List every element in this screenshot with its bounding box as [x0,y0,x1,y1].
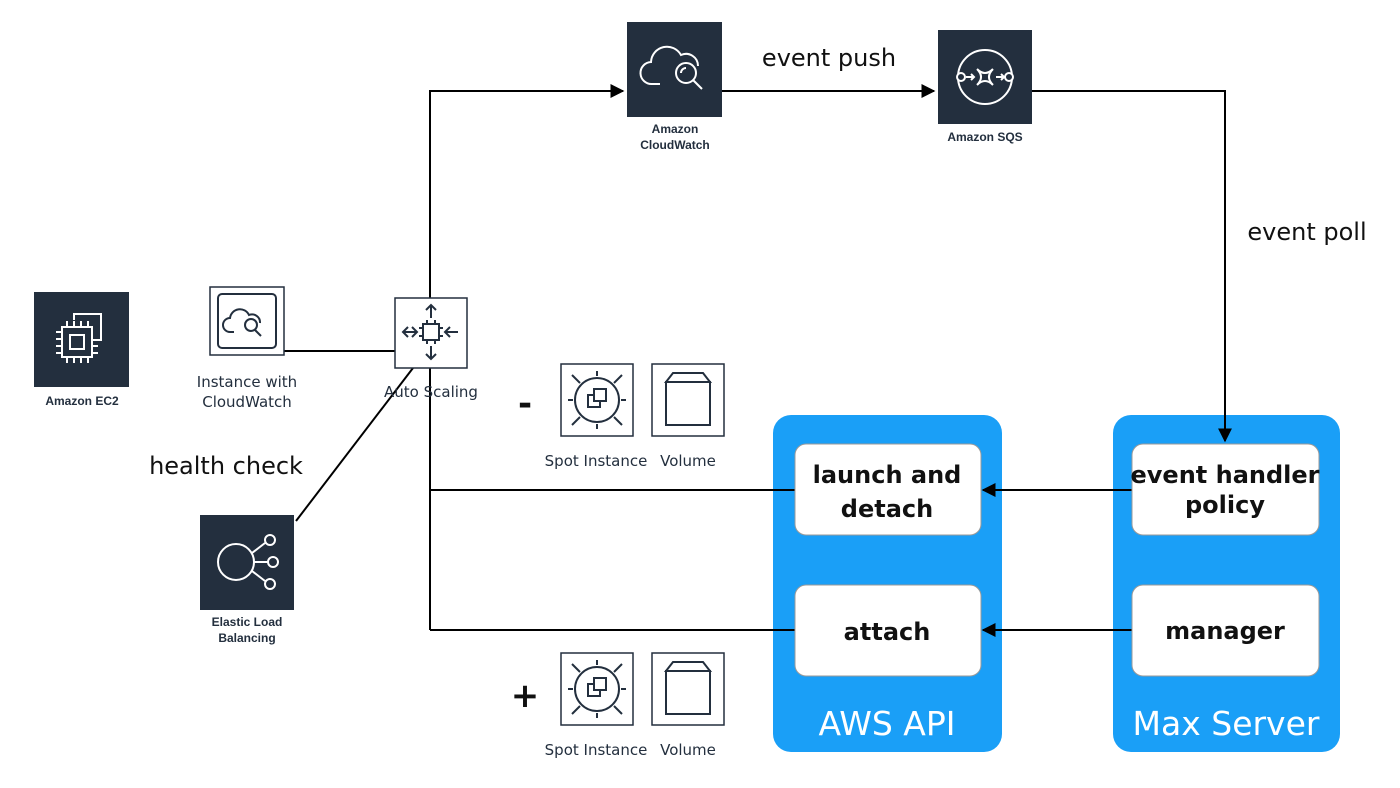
attach-box[interactable] [794,584,982,677]
elb-icon-bg [200,515,294,610]
spot-instance-icon-bottom [568,660,626,718]
event-push-label: event push [762,44,896,72]
auto-scaling[interactable]: Auto Scaling [384,297,478,401]
edge-health-check [295,367,414,522]
sqs-icon-bg [938,30,1032,124]
load-balancer-icon [217,534,279,590]
instance-label-line1: Instance with [197,373,297,391]
max-server-title: Max Server [1133,704,1320,743]
connectors [284,84,1232,637]
resources-removed: - Spot Instance Volume [518,363,725,470]
health-check-label: health check [149,452,303,480]
cloud-search-icon [222,308,262,337]
event-handler-box[interactable] [1131,443,1320,536]
elb-service[interactable]: Elastic Load Balancing [200,515,294,645]
ec2-chip-icon [56,313,102,363]
spot-instance-label-bottom: Spot Instance [545,741,648,759]
sqs-service[interactable]: Amazon SQS [938,30,1032,144]
instance-cloudwatch[interactable]: Instance with CloudWatch [197,286,297,411]
launch-detach-box[interactable] [794,443,982,536]
manager-box[interactable] [1131,584,1320,677]
cloudwatch-icon [639,45,703,90]
autoscaling-label: Auto Scaling [384,383,478,401]
spot-instance-label-top: Spot Instance [545,452,648,470]
volume-label-top: Volume [660,452,716,470]
edge-autoscaling-to-cloudwatch [429,84,625,298]
sqs-label: Amazon SQS [947,130,1022,144]
volume-label-bottom: Volume [660,741,716,759]
elb-label-line1: Elastic Load [212,615,283,629]
sqs-queue-icon [956,49,1014,105]
cloudwatch-service[interactable]: Amazon CloudWatch [627,22,722,152]
autoscaling-icon [401,303,458,361]
event-handler-label-line2: policy [1185,491,1265,519]
cloudwatch-icon-bg [627,22,722,117]
cloudwatch-label-line2: CloudWatch [640,138,710,152]
attach-label: attach [844,618,931,646]
minus-sign: - [518,384,532,424]
volume-icon-top [663,372,713,426]
instance-label-line2: CloudWatch [202,393,292,411]
edge-event-poll [1032,90,1232,443]
aws-api-group: launch and detach attach AWS API [794,443,982,743]
max-server-group: event handler policy manager Max Server [1131,443,1320,743]
cloudwatch-label-line1: Amazon [652,122,699,136]
ec2-service[interactable]: Amazon EC2 [34,292,129,408]
ec2-icon-bg [34,292,129,387]
resources-added: + Spot Instance Volume [511,652,725,759]
manager-label: manager [1165,617,1285,645]
elb-label-line2: Balancing [218,631,275,645]
aws-api-title: AWS API [818,704,955,743]
launch-detach-label-line1: launch and [813,461,962,489]
event-poll-label: event poll [1247,218,1366,246]
plus-sign: + [511,676,540,716]
event-handler-label-line1: event handler [1131,461,1320,489]
ec2-label: Amazon EC2 [45,394,119,408]
volume-icon-bottom [663,661,713,715]
launch-detach-label-line2: detach [841,495,933,523]
spot-instance-icon-top [568,371,626,429]
instance-inner-frame [217,293,277,349]
